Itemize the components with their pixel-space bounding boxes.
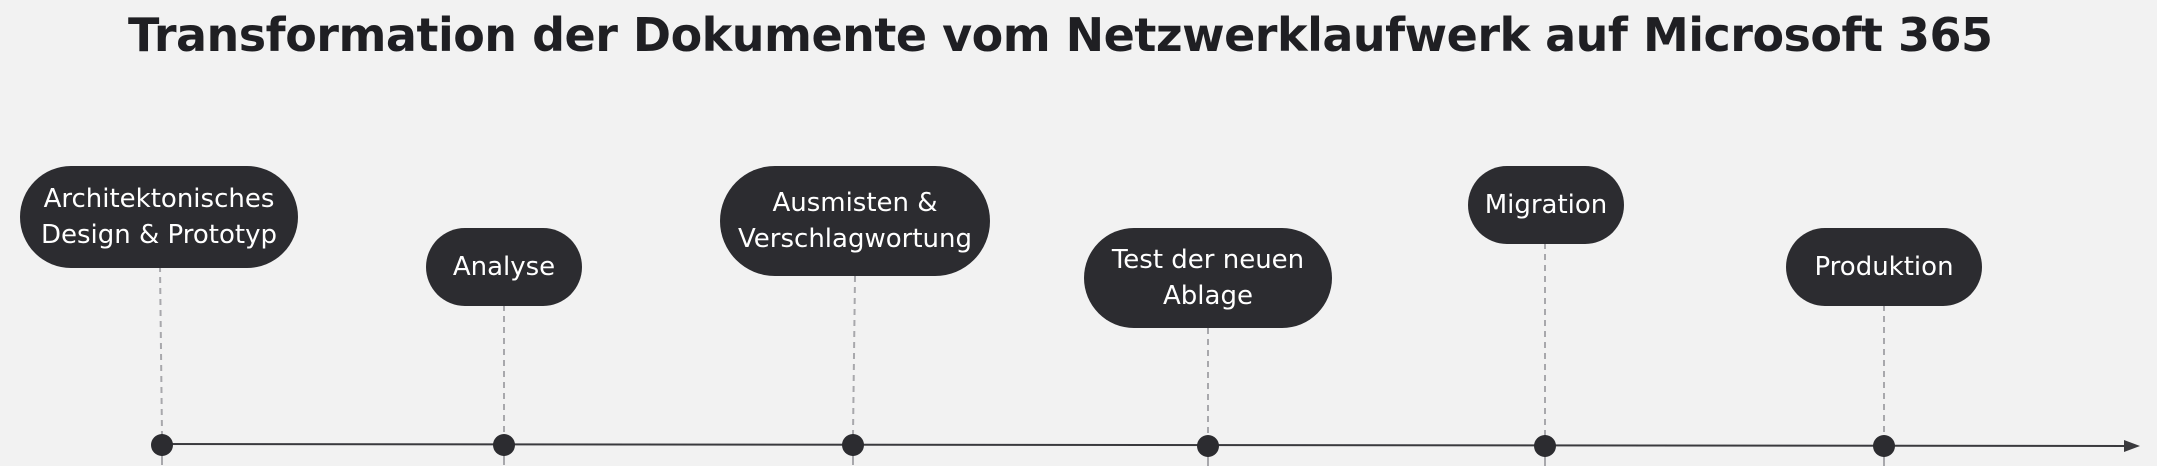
milestone-marker-2 [842, 434, 864, 456]
milestone-connector-2 [852, 275, 856, 436]
milestone-analyse: Analyse [426, 228, 582, 306]
milestone-ausmisten: Ausmisten & Verschlagwortung [720, 166, 990, 276]
milestone-marker-3 [1197, 435, 1219, 457]
milestone-label: Ausmisten & Verschlagwortung [738, 188, 972, 254]
milestone-label: Produktion [1814, 252, 1954, 282]
timeline-axis-line [157, 443, 2127, 447]
milestone-label: Architektonisches Design & Prototyp [40, 184, 277, 250]
milestone-architektonisches-design: Architektonisches Design & Prototyp [20, 166, 298, 268]
milestone-label: Test der neuen Ablage [1111, 245, 1305, 311]
milestone-marker-1 [493, 434, 515, 456]
milestone-test: Test der neuen Ablage [1084, 228, 1332, 328]
milestone-marker-0 [151, 434, 173, 456]
milestone-marker-5 [1873, 435, 1895, 457]
milestone-label: Migration [1484, 190, 1608, 220]
milestone-marker-4 [1534, 435, 1556, 457]
milestone-label: Analyse [452, 252, 556, 282]
milestone-connector-0 [159, 265, 163, 436]
milestone-produktion: Produktion [1786, 228, 1982, 306]
diagram-title: Transformation der Dokumente vom Netzwer… [128, 8, 1993, 62]
timeline-arrow-head [2124, 440, 2140, 452]
milestone-migration: Migration [1468, 166, 1624, 244]
